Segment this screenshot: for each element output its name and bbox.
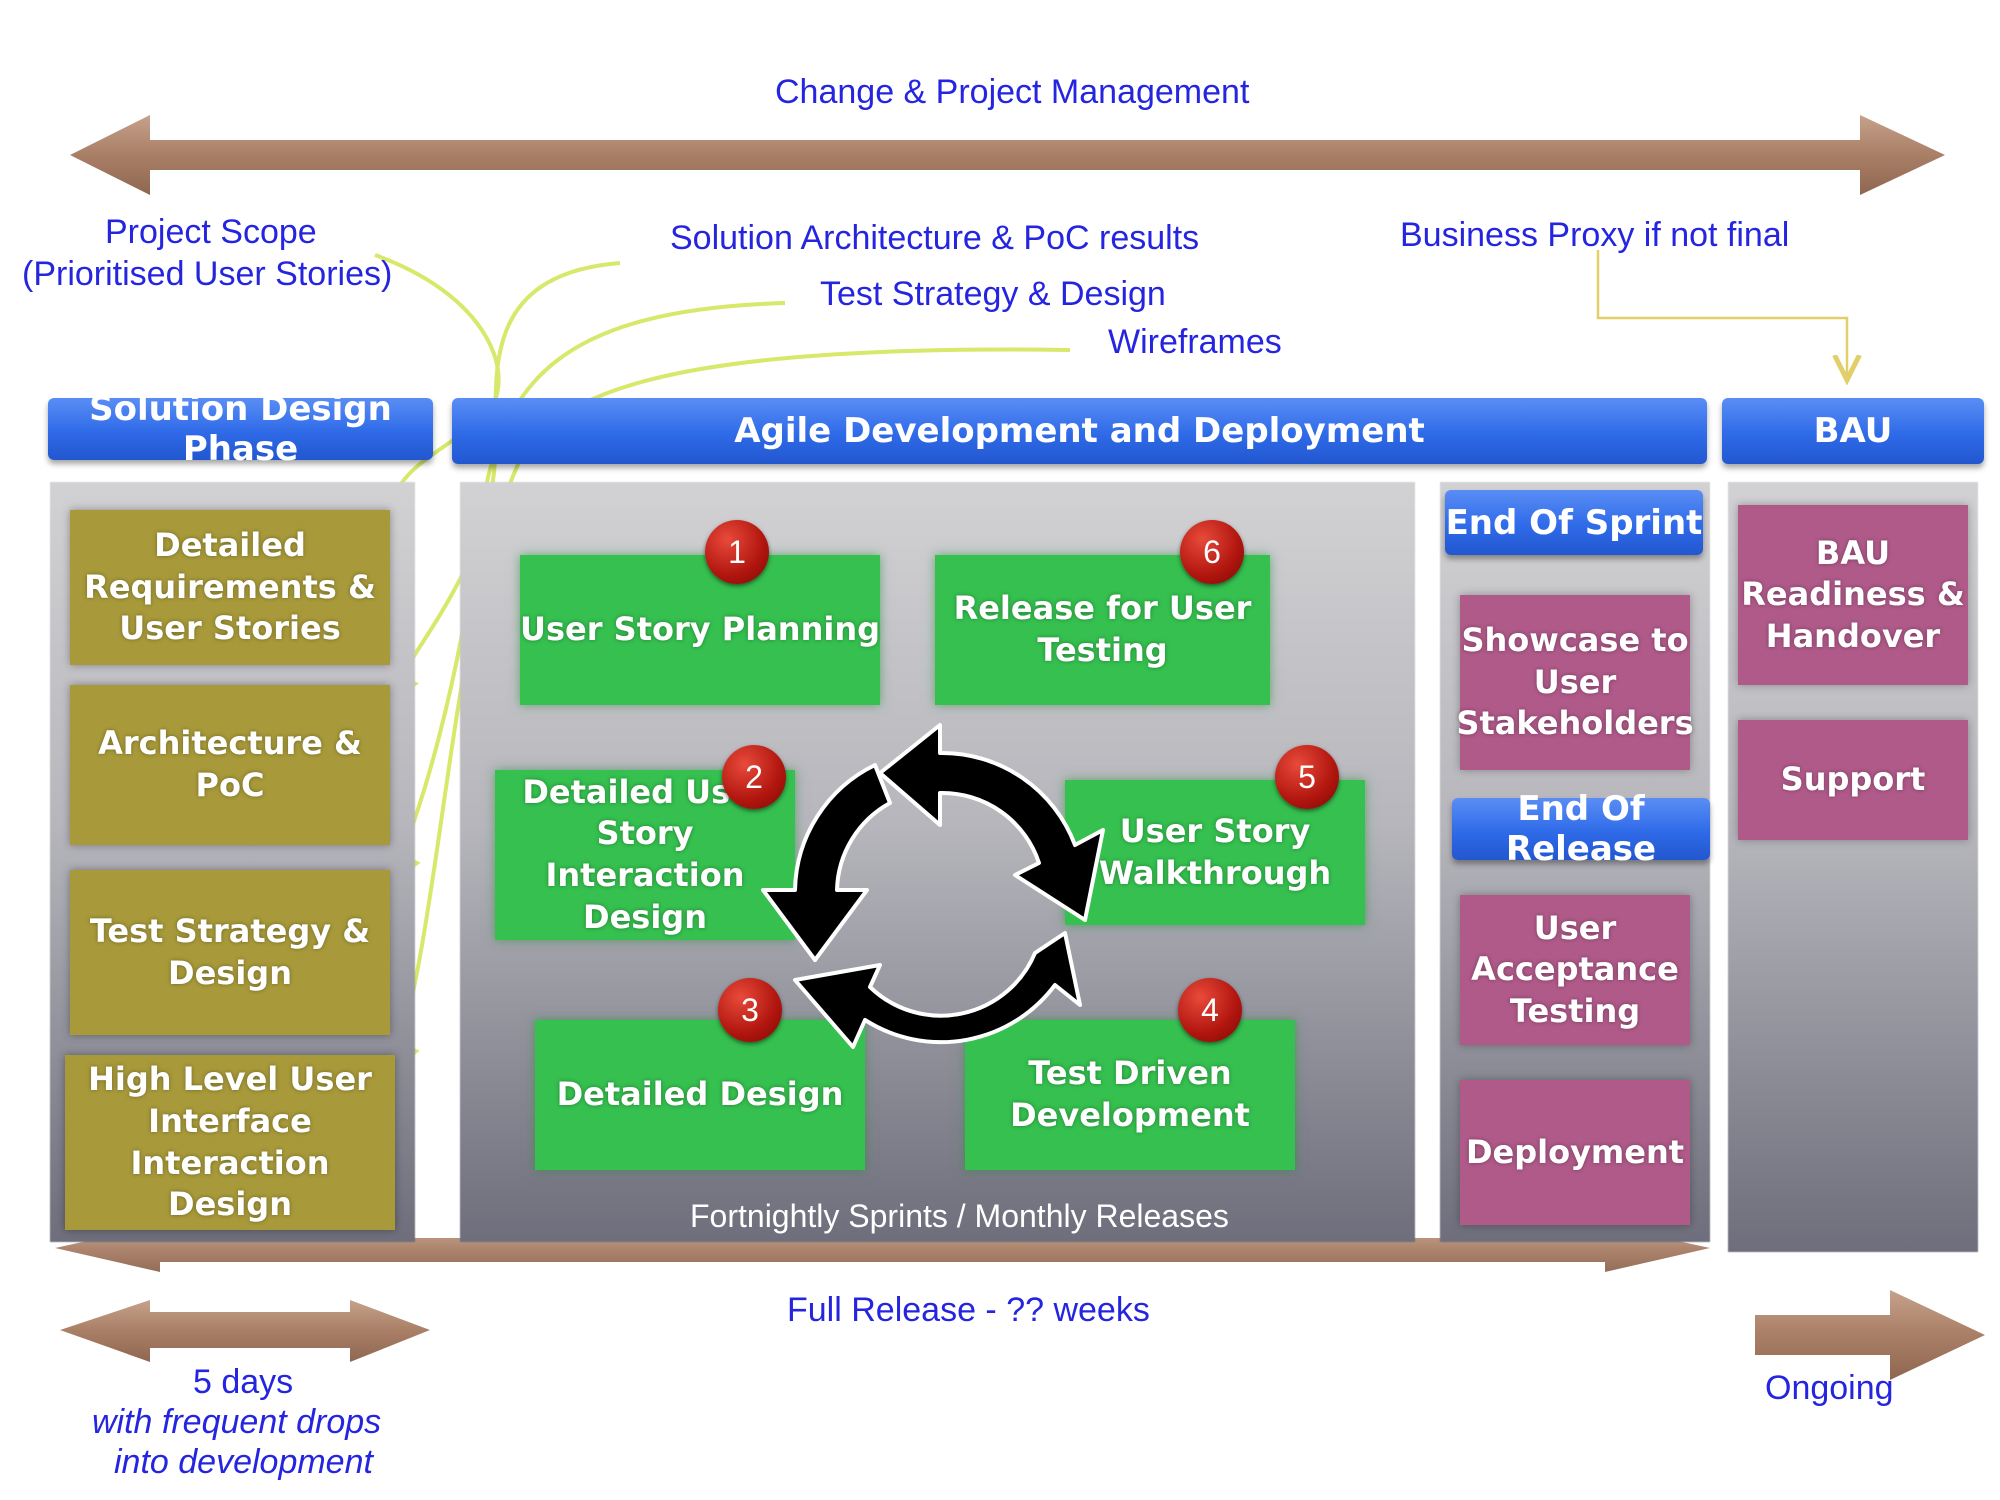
- scope-connector: [372, 253, 501, 531]
- business-proxy-label: Business Proxy if not final: [1400, 216, 1790, 254]
- project-scope-sub-label: (Prioritised User Stories): [22, 255, 393, 293]
- change-management-arrow: [70, 115, 1945, 195]
- uat-box: User Acceptance Testing: [1460, 895, 1690, 1045]
- step-test-driven-development: Test Driven Development: [965, 1020, 1295, 1170]
- design-box-architecture: Architecture & PoC: [70, 685, 390, 845]
- deployment-box: Deployment: [1460, 1080, 1690, 1225]
- agile-phase-header: Agile Development and Deployment: [452, 398, 1707, 464]
- design-box-test-strategy: Test Strategy & Design: [70, 870, 390, 1035]
- design-duration-note-1: with frequent drops: [92, 1403, 382, 1441]
- change-management-label: Change & Project Management: [775, 73, 1250, 111]
- step-number-4: 4: [1178, 978, 1242, 1042]
- step-number-5: 5: [1275, 745, 1339, 809]
- step-detailed-design: Detailed Design: [535, 1020, 865, 1170]
- test-strategy-label: Test Strategy & Design: [820, 275, 1166, 313]
- step-user-story-planning: User Story Planning: [520, 555, 880, 705]
- design-box-ui-interaction: High Level User Interface Interaction De…: [65, 1055, 395, 1230]
- step-number-2: 2: [722, 745, 786, 809]
- business-proxy-connector: [1596, 250, 1847, 375]
- step-number-6: 6: [1180, 520, 1244, 584]
- step-number-3: 3: [718, 978, 782, 1042]
- end-of-sprint-header: End Of Sprint: [1445, 490, 1703, 555]
- step-walkthrough: User Story Walkthrough: [1065, 780, 1365, 925]
- bau-phase-header: BAU: [1722, 398, 1984, 464]
- solution-architecture-label: Solution Architecture & PoC results: [670, 219, 1200, 257]
- sprint-caption: Fortnightly Sprints / Monthly Releases: [690, 1198, 1229, 1234]
- bau-readiness-box: BAU Readiness & Handover: [1738, 505, 1968, 685]
- project-scope-label: Project Scope: [105, 213, 317, 251]
- end-of-release-header: End Of Release: [1452, 789, 1710, 869]
- step-number-1: 1: [705, 520, 769, 584]
- design-duration-arrow: [60, 1300, 430, 1362]
- ongoing-arrow: [1755, 1290, 1985, 1380]
- design-duration-note-2: into development: [114, 1443, 373, 1481]
- design-duration-days: 5 days: [193, 1363, 294, 1401]
- support-box: Support: [1738, 720, 1968, 840]
- showcase-box: Showcase to User Stakeholders: [1456, 595, 1694, 770]
- ongoing-label: Ongoing: [1765, 1369, 1894, 1407]
- solution-design-phase-header: Solution Design Phase: [48, 389, 433, 469]
- design-box-requirements: Detailed Requirements & User Stories: [70, 510, 390, 665]
- full-release-label: Full Release - ?? weeks: [787, 1291, 1150, 1329]
- full-release-arrow: [55, 1225, 1710, 1272]
- wireframes-label: Wireframes: [1108, 323, 1282, 361]
